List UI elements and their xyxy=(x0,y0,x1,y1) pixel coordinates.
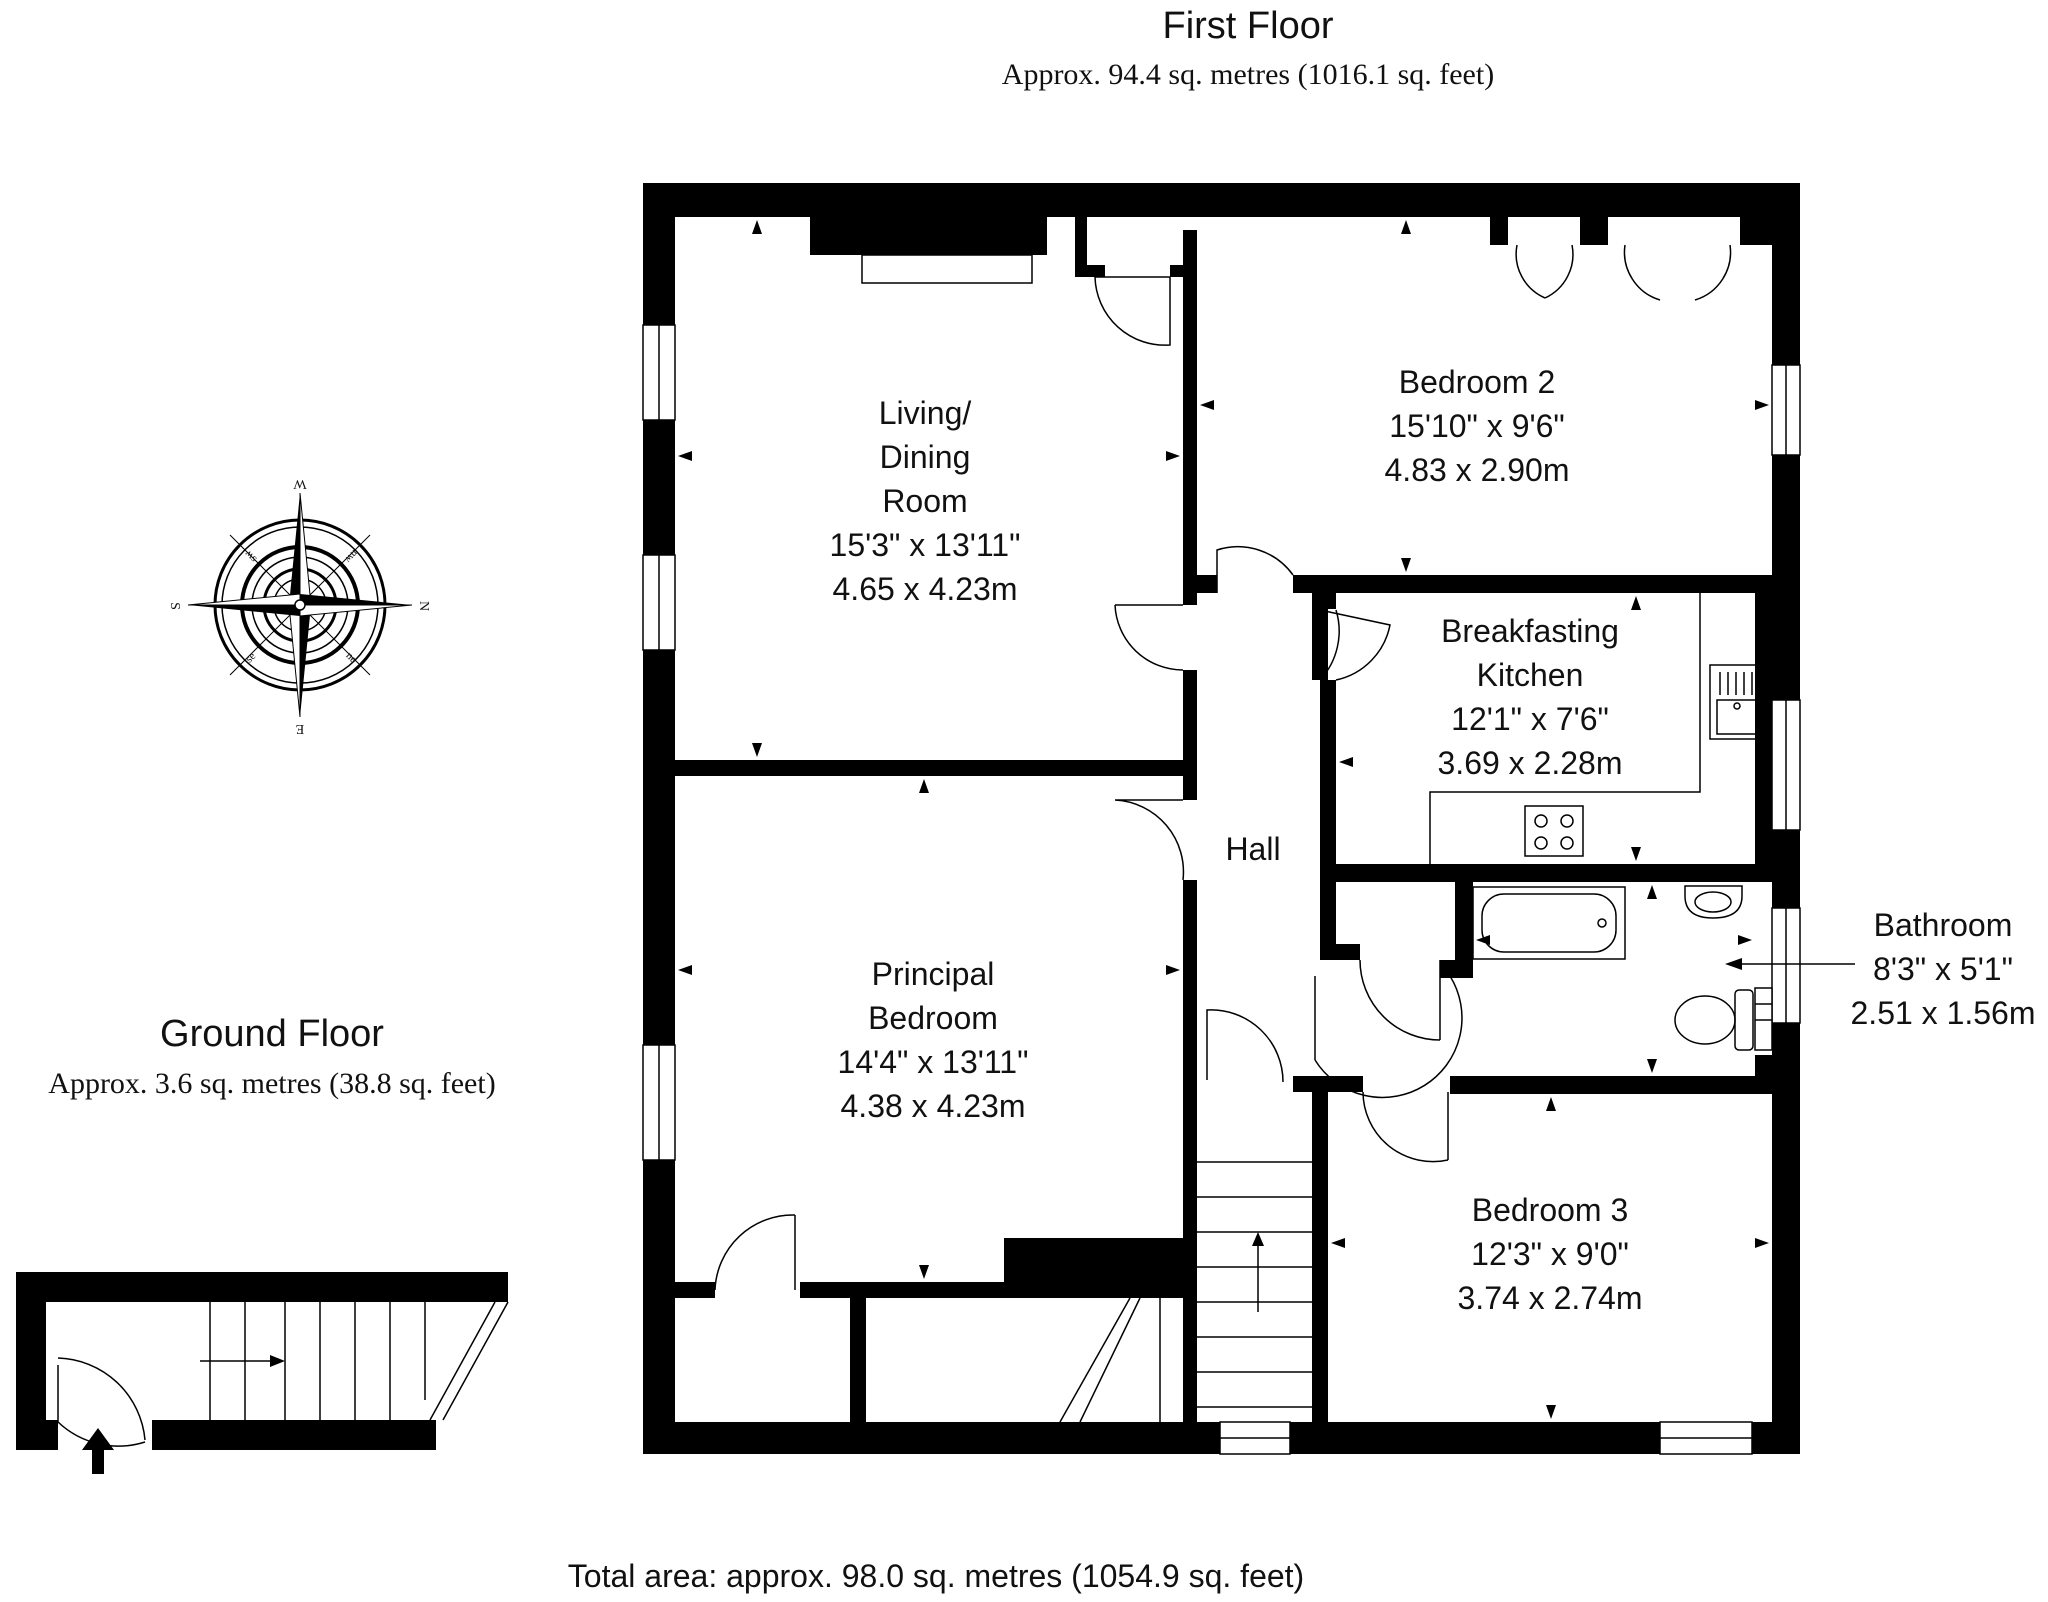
room-bedroom-2: Bedroom 2 15'10" x 9'6" 4.83 x 2.90m xyxy=(1385,364,1570,488)
compass-w-label: W xyxy=(293,476,307,491)
compass-n-label: N xyxy=(416,601,431,611)
room-label: Principal xyxy=(872,956,995,992)
entrance-arrow-icon xyxy=(82,1428,114,1474)
doors xyxy=(57,244,1732,1447)
fixtures xyxy=(1429,593,1773,1051)
room-dimensions-imperial: 8'3" x 5'1" xyxy=(1873,951,2013,987)
room-dimensions-imperial: 12'3" x 9'0" xyxy=(1471,1236,1629,1272)
room-dimensions-imperial: 15'10" x 9'6" xyxy=(1389,408,1565,444)
room-dimensions-metric: 3.69 x 2.28m xyxy=(1438,745,1623,781)
room-principal-bedroom: Principal Bedroom 14'4" x 13'11" 4.38 x … xyxy=(838,956,1029,1124)
compass-nw-label: nw xyxy=(342,547,360,565)
room-label: Bedroom xyxy=(868,1000,998,1036)
room-living-dining: Living/ Dining Room 15'3" x 13'11" 4.65 … xyxy=(830,395,1021,607)
room-bathroom: Bathroom 8'3" x 5'1" 2.51 x 1.56m xyxy=(1851,907,2036,1031)
room-label: Room xyxy=(882,483,967,519)
stairs xyxy=(1059,1161,1312,1423)
room-label: Dining xyxy=(880,439,971,475)
room-dimensions-imperial: 15'3" x 13'11" xyxy=(830,527,1021,563)
room-hall: Hall xyxy=(1225,831,1280,867)
room-label: Breakfasting xyxy=(1441,613,1619,649)
room-dimensions-metric: 4.83 x 2.90m xyxy=(1385,452,1570,488)
compass-rose-icon: W E N S nw sw ne se xyxy=(167,476,431,736)
room-dimensions-metric: 3.74 x 2.74m xyxy=(1458,1280,1643,1316)
room-label: Bathroom xyxy=(1874,907,2013,943)
total-area: Total area: approx. 98.0 sq. metres (105… xyxy=(568,1558,1304,1594)
room-bedroom-3: Bedroom 3 12'3" x 9'0" 3.74 x 2.74m xyxy=(1458,1192,1643,1316)
compass-ne-label: ne xyxy=(343,650,359,666)
room-label: Bedroom 2 xyxy=(1399,364,1556,400)
compass-e-label: E xyxy=(296,721,305,736)
room-label: Bedroom 3 xyxy=(1472,1192,1629,1228)
compass-s-label: S xyxy=(167,602,182,610)
first-floor-area: Approx. 94.4 sq. metres (1016.1 sq. feet… xyxy=(1002,58,1494,91)
room-label: Living/ xyxy=(879,395,972,431)
room-dimensions-metric: 2.51 x 1.56m xyxy=(1851,995,2036,1031)
ground-floor-title: Ground Floor xyxy=(160,1013,384,1055)
room-dimensions-imperial: 14'4" x 13'11" xyxy=(838,1044,1029,1080)
room-label: Hall xyxy=(1225,831,1280,867)
sink-icon xyxy=(1709,664,1766,740)
compass-se-label: se xyxy=(243,650,258,665)
ground-floor-area: Approx. 3.6 sq. metres (38.8 sq. feet) xyxy=(48,1067,495,1100)
toilet-icon xyxy=(1674,989,1754,1051)
basin-icon xyxy=(1684,885,1743,919)
room-label: Kitchen xyxy=(1477,657,1584,693)
room-breakfasting-kitchen: Breakfasting Kitchen 12'1" x 7'6" 3.69 x… xyxy=(1438,613,1623,781)
ground-floor-plan xyxy=(16,1272,509,1474)
first-floor-title: First Floor xyxy=(1163,5,1334,47)
room-dimensions-imperial: 12'1" x 7'6" xyxy=(1451,701,1609,737)
dimension-ticks xyxy=(678,220,1855,1419)
bath-icon xyxy=(1472,886,1626,960)
room-dimensions-metric: 4.65 x 4.23m xyxy=(833,571,1018,607)
windows xyxy=(642,254,1801,1455)
hob-icon xyxy=(1524,805,1584,857)
room-dimensions-metric: 4.38 x 4.23m xyxy=(841,1088,1026,1124)
